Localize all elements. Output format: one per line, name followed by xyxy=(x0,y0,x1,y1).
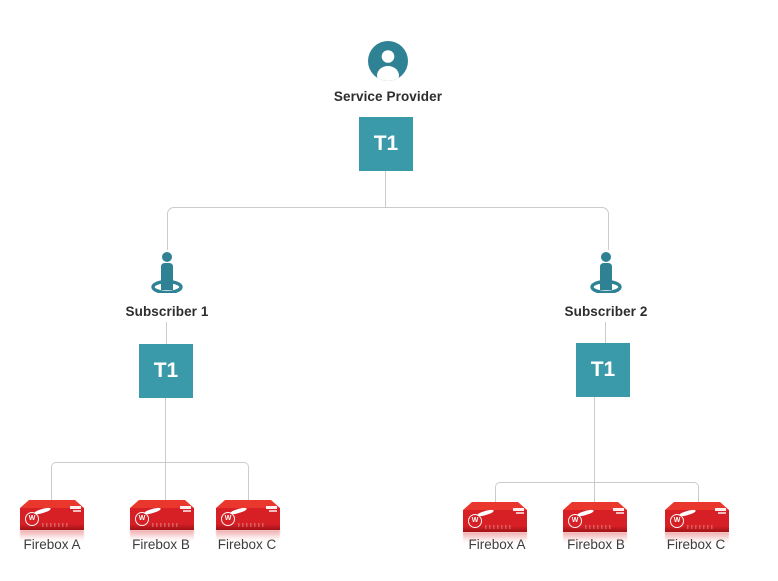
firebox-reflection xyxy=(130,530,194,542)
vent-grille xyxy=(485,525,513,529)
subscriber-1-downlink-line xyxy=(165,398,166,500)
watchguard-logo-mark xyxy=(269,510,277,512)
subscriber-1-icon xyxy=(149,251,185,293)
watchguard-logo-mark xyxy=(73,510,81,512)
firebox-chassis: W xyxy=(563,502,627,532)
vent-grille xyxy=(585,525,613,529)
firebox-label: Firebox B xyxy=(132,537,190,552)
firebox-label: Firebox A xyxy=(468,537,526,552)
swoosh-icon xyxy=(229,506,248,516)
firebox-label: Firebox B xyxy=(567,537,625,552)
firebox-device: W xyxy=(130,500,194,542)
firebox-chassis: W xyxy=(20,500,84,530)
vent-grille xyxy=(687,525,715,529)
service-provider-icon xyxy=(368,41,408,81)
firebox-device: W xyxy=(463,502,527,544)
watchguard-w-logo-icon: W xyxy=(568,514,582,528)
provider-t1-box: T1 xyxy=(359,117,413,171)
firebox-device: W xyxy=(216,500,280,542)
firebox-chassis: W xyxy=(463,502,527,532)
subscriber-2-icon xyxy=(588,251,624,293)
firebox-device: W xyxy=(665,502,729,544)
swoosh-icon xyxy=(576,508,595,518)
provider-downlink-line xyxy=(385,171,386,207)
vent-grille xyxy=(152,523,180,527)
swoosh-icon xyxy=(678,508,697,518)
subscriber-2-branch-bracket xyxy=(495,482,699,503)
subscriber-1-label: Subscriber 1 xyxy=(125,304,209,319)
subscriber-2-t1-box: T1 xyxy=(576,343,630,397)
swoosh-icon xyxy=(476,508,495,518)
watchguard-w-logo-icon: W xyxy=(25,512,39,526)
provider-branch-bracket xyxy=(167,207,609,250)
swoosh-icon xyxy=(143,506,162,516)
watchguard-logo-mark xyxy=(616,512,624,514)
watchguard-logo-mark xyxy=(266,506,277,509)
firebox-reflection xyxy=(216,530,280,542)
subscriber-1-branch-bracket xyxy=(51,462,249,501)
firebox-device: W xyxy=(20,500,84,542)
firebox-chassis: W xyxy=(216,500,280,530)
service-provider-label: Service Provider xyxy=(333,89,443,104)
firebox-chassis: W xyxy=(665,502,729,532)
subscriber-1-uplink-line xyxy=(166,322,167,344)
firebox-reflection xyxy=(665,532,729,544)
watchguard-logo-mark xyxy=(513,508,524,511)
subscriber-2-downlink-line xyxy=(594,397,595,502)
firebox-label: Firebox C xyxy=(666,537,726,552)
watchguard-w-logo-icon: W xyxy=(670,514,684,528)
subscriber-1-t1-box: T1 xyxy=(139,344,193,398)
watchguard-logo-mark xyxy=(516,512,524,514)
subscriber-2-label: Subscriber 2 xyxy=(564,304,648,319)
watchguard-w-logo-icon: W xyxy=(135,512,149,526)
watchguard-logo-mark xyxy=(613,508,624,511)
subscriber-2-uplink-line xyxy=(605,322,606,343)
watchguard-w-logo-icon: W xyxy=(468,514,482,528)
watchguard-logo-mark xyxy=(718,512,726,514)
watchguard-logo-mark xyxy=(180,506,191,509)
firebox-label: Firebox A xyxy=(23,537,81,552)
firebox-label: Firebox C xyxy=(217,537,277,552)
firebox-reflection xyxy=(20,530,84,542)
swoosh-icon xyxy=(33,506,52,516)
firebox-device: W xyxy=(563,502,627,544)
watchguard-logo-mark xyxy=(715,508,726,511)
firebox-chassis: W xyxy=(130,500,194,530)
watchguard-w-logo-icon: W xyxy=(221,512,235,526)
watchguard-logo-mark xyxy=(70,506,81,509)
vent-grille xyxy=(42,523,70,527)
firebox-reflection xyxy=(563,532,627,544)
watchguard-logo-mark xyxy=(183,510,191,512)
vent-grille xyxy=(238,523,266,527)
firebox-reflection xyxy=(463,532,527,544)
